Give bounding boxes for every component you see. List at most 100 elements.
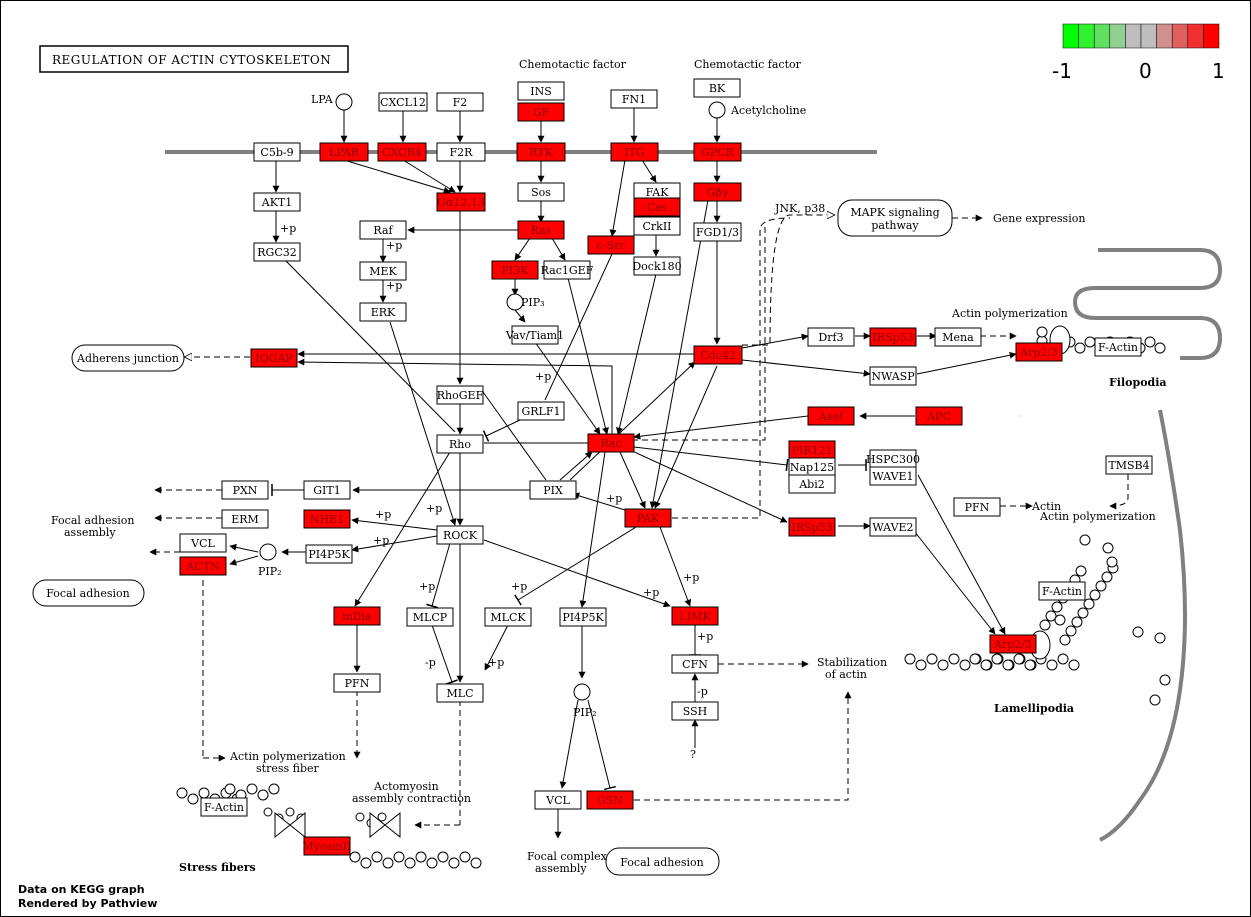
gene-node-limk[interactable]: LIMK [671, 606, 719, 626]
gene-node-pak[interactable]: PAK [624, 508, 672, 528]
focal-adhesion-box-left[interactable]: Focal adhesion [32, 579, 145, 607]
gene-node-gsn[interactable]: GSN [586, 790, 634, 810]
gene-node-itg[interactable]: ITG [610, 142, 659, 162]
gene-node-label: APC [926, 410, 951, 423]
gene-node-wave1[interactable]: WAVE1 [869, 466, 917, 486]
gene-node-lpar[interactable]: LPAR [319, 142, 369, 162]
gene-node-pxn[interactable]: PXN [221, 480, 269, 500]
gene-node-f2[interactable]: F2 [436, 92, 484, 112]
gene-node-gby[interactable]: Gβγ [693, 182, 742, 202]
gene-node-drf3[interactable]: Drf3 [807, 327, 855, 347]
gene-node-rho[interactable]: Rho [436, 434, 484, 454]
gene-node-pir121[interactable]: PIR121 [788, 440, 836, 460]
gene-node-bk[interactable]: BK [693, 78, 741, 98]
focal-adhesion-box-bottom[interactable]: Focal adhesion [605, 847, 720, 876]
gene-node-cdc42[interactable]: Cdc42 [693, 345, 743, 365]
gene-node-factin1[interactable]: F-Actin [1094, 337, 1142, 357]
gene-node-actn[interactable]: ACTN [179, 556, 227, 576]
gene-node-pi4p5k2[interactable]: PI4P5K [559, 607, 607, 627]
gene-node-cfn[interactable]: CFN [671, 654, 719, 674]
gene-node-rgc32[interactable]: RGC32 [253, 242, 301, 262]
actin-filaments [176, 325, 1171, 869]
gene-node-hspc300[interactable]: HSPC300 [866, 449, 920, 469]
gene-node-box [303, 509, 351, 529]
gene-node-nwasp[interactable]: NWASP [869, 366, 917, 386]
adherens-junction-box[interactable]: Adherens junction [71, 344, 185, 372]
gene-node-rtk[interactable]: RTK [516, 142, 566, 162]
gene-node-mena[interactable]: Mena [934, 327, 982, 347]
gene-node-label: Drf3 [818, 331, 843, 344]
gene-node-grlf1[interactable]: GRLF1 [517, 401, 565, 421]
gene-node-wave2[interactable]: WAVE2 [869, 517, 917, 537]
gene-node-c5b9[interactable]: C5b-9 [253, 142, 301, 162]
stabilization-label-line1: Stabilization [817, 656, 887, 669]
gene-node-fak[interactable]: FAK [633, 182, 681, 202]
gene-node-pix[interactable]: PIX [529, 480, 577, 500]
gene-node-ras[interactable]: Ras [517, 220, 565, 240]
gene-node-ga1213[interactable]: Gα12,13 [436, 192, 486, 212]
gene-node-sos[interactable]: Sos [517, 182, 565, 202]
gene-node-box [934, 327, 982, 347]
gene-node-iqgap[interactable]: IQGAP [250, 348, 298, 368]
gene-node-timsb4[interactable]: TMSB4 [1105, 455, 1153, 475]
gene-node-dock180[interactable]: Dock180 [632, 256, 682, 276]
gene-node-pfn2[interactable]: PFN [953, 497, 1001, 517]
gene-node-raf[interactable]: Raf [359, 220, 407, 240]
gene-node-box [633, 197, 681, 217]
gene-node-git1[interactable]: GIT1 [303, 480, 351, 500]
gene-node-nap125[interactable]: Nap125 [788, 457, 836, 477]
gene-node-fn1[interactable]: FN1 [610, 89, 658, 109]
gene-node-irsp53a[interactable]: IRSp53 [869, 327, 917, 347]
gene-node-rac1gef[interactable]: Rac1GEF [541, 260, 594, 280]
gene-node-vavtiam1[interactable]: Vav/Tiam1 [505, 325, 564, 345]
gene-node-factin2[interactable]: F-Actin [1038, 581, 1086, 601]
gene-node-vcl2[interactable]: VCL [534, 790, 582, 810]
gene-node-mdia[interactable]: mDia [333, 606, 381, 626]
gene-node-pi3k[interactable]: PI3K [491, 260, 539, 280]
question-mark: ? [690, 748, 696, 761]
gene-node-irsp53b[interactable]: IRSp53 [788, 517, 836, 537]
gene-node-box [517, 220, 565, 240]
gene-node-asef[interactable]: Asef [807, 406, 855, 426]
gene-node-abi2[interactable]: Abi2 [788, 474, 836, 494]
gene-node-cxcl12[interactable]: CXCL12 [378, 92, 428, 112]
gene-node-gpcr[interactable]: GPCR [693, 142, 742, 162]
gene-node-mlcp[interactable]: MLCP [406, 607, 454, 627]
gene-node-mek[interactable]: MEK [359, 261, 407, 281]
gene-node-rock[interactable]: ROCK [436, 525, 484, 545]
gene-node-rac[interactable]: Rac [587, 433, 635, 453]
gene-node-box [253, 142, 301, 162]
gene-node-crkii[interactable]: CrkII [633, 216, 681, 236]
gene-node-label: IQGAP [255, 352, 293, 365]
actin-monomer [1074, 342, 1086, 354]
gene-node-csrc[interactable]: c-Src [587, 235, 635, 255]
gene-node-nhe1[interactable]: NHE1 [303, 509, 351, 529]
gene-node-pfn1[interactable]: PFN [333, 673, 381, 693]
gene-node-pi4p5k1[interactable]: PI4P5K [305, 544, 353, 564]
gene-node-cxcr4[interactable]: CXCR4 [377, 142, 427, 162]
gene-node-gf[interactable]: GF [517, 102, 565, 122]
gene-node-erk[interactable]: ERK [359, 302, 407, 322]
gene-node-ssh[interactable]: SSH [671, 701, 719, 721]
gene-node-f2r[interactable]: F2R [436, 142, 486, 162]
gene-node-mlc[interactable]: MLC [436, 683, 484, 703]
mapk-signaling-pathway-box[interactable]: MAPK signaling pathway [837, 199, 953, 237]
gene-node-erm[interactable]: ERM [221, 509, 269, 529]
gene-node-rhogef[interactable]: RhoGEF [436, 385, 484, 405]
gene-node-arp23a[interactable]: Arp2/3 [1015, 342, 1063, 362]
gene-node-ins[interactable]: INS [517, 81, 565, 101]
gene-node-apc[interactable]: APC [915, 406, 963, 426]
gene-node-fgd13[interactable]: FGD1/3 [693, 222, 742, 242]
gene-node-vcl1[interactable]: VCL [179, 533, 227, 553]
gene-node-mlck[interactable]: MLCK [484, 607, 532, 627]
gene-node-arp23b[interactable]: Arp2/3 [989, 634, 1037, 654]
gene-node-factin3[interactable]: F-Actin [200, 797, 248, 817]
gene-node-box [693, 78, 741, 98]
gene-node-cas[interactable]: Cas [633, 197, 681, 217]
gene-node-myosinii[interactable]: MyosinII [302, 836, 352, 856]
actin-polymerization-label-2a: Actin [1031, 500, 1061, 513]
gene-node-box [319, 142, 369, 162]
gene-node-akt1[interactable]: AKT1 [253, 192, 301, 212]
gene-node-label: Rho [449, 438, 471, 451]
